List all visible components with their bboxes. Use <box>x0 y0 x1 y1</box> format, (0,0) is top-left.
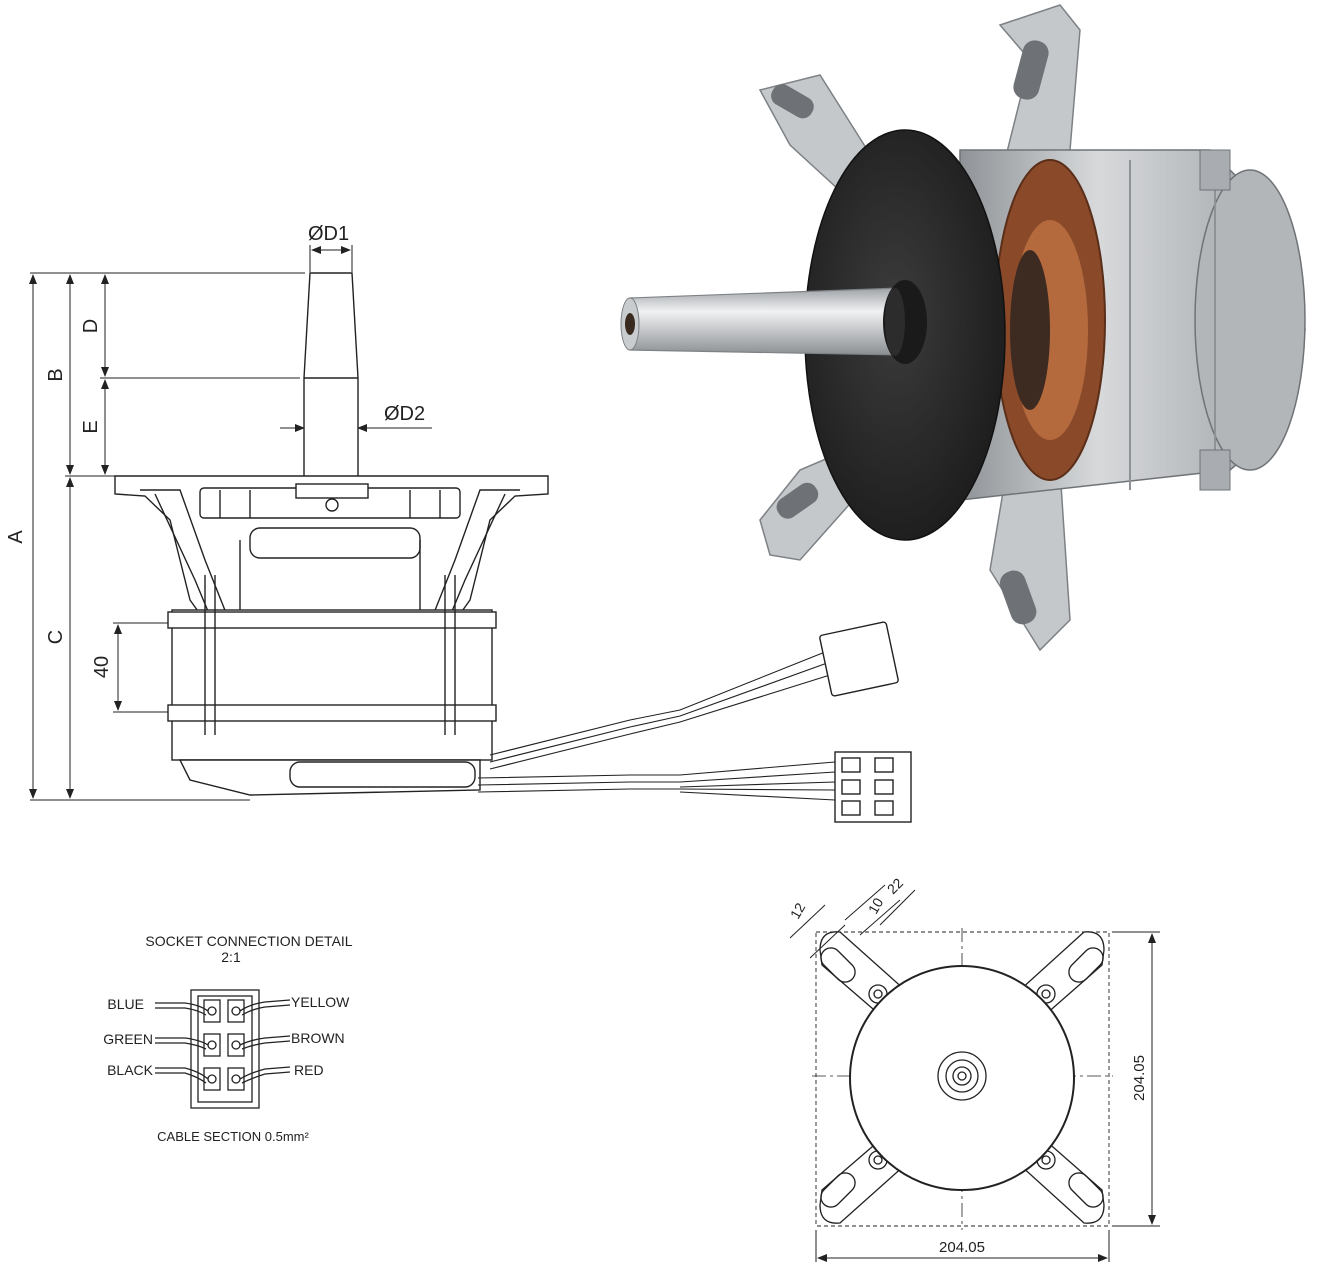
dim-label-width: 204.05 <box>939 1239 985 1256</box>
dim-label-D1: ØD1 <box>308 223 349 245</box>
dim-label-40: 40 <box>91 656 113 678</box>
wire-label-blue: BLUE <box>107 996 144 1012</box>
wire-label-red: RED <box>294 1062 324 1078</box>
wire-label-yellow: YELLOW <box>291 994 350 1010</box>
wire-label-black: BLACK <box>107 1062 154 1078</box>
dim-label-C: C <box>45 630 67 644</box>
side-view-drawing <box>29 245 912 823</box>
dim-label-22: 22 <box>884 875 906 897</box>
motor-render <box>620 4 1306 652</box>
socket-detail-title: SOCKET CONNECTION DETAIL <box>145 933 352 949</box>
socket-detail-scale: 2:1 <box>221 949 241 965</box>
top-view-disc <box>849 965 1075 1191</box>
cable-section-label: CABLE SECTION 0.5mm² <box>157 1129 309 1144</box>
wire-label-brown: BROWN <box>291 1030 345 1046</box>
dim-label-E: E <box>80 420 102 433</box>
top-view-drawing <box>789 884 1160 1262</box>
dim-label-A: A <box>5 530 27 544</box>
dimension-lines <box>29 245 432 801</box>
dim-label-height: 204.05 <box>1131 1055 1148 1101</box>
wire-label-green: GREEN <box>103 1031 153 1047</box>
stator-body <box>171 609 493 761</box>
dim-label-10: 10 <box>865 895 887 917</box>
dim-label-12: 12 <box>787 900 809 922</box>
connector-housing-3pin <box>819 621 899 697</box>
dim-label-D2: ØD2 <box>384 403 425 425</box>
cables <box>477 649 836 801</box>
dim-label-B: B <box>45 368 67 381</box>
socket-detail: SOCKET CONNECTION DETAIL 2:1 BLUE GREEN … <box>103 933 353 1144</box>
dim-label-D: D <box>80 319 102 333</box>
shaft <box>303 272 359 487</box>
